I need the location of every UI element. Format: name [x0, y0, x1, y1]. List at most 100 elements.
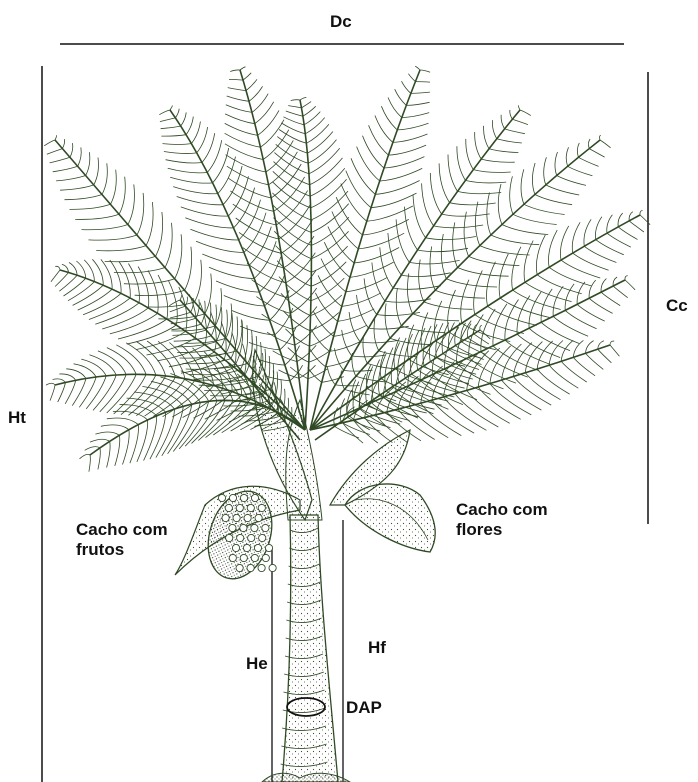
frond-leaflet — [577, 143, 579, 157]
frond-leaflet — [50, 385, 55, 401]
frond-leaflet — [311, 231, 348, 258]
frond-leaflet — [89, 455, 90, 472]
frond-leaflet — [408, 325, 414, 360]
frond-leaflet — [406, 102, 429, 105]
frond-leaflet — [418, 248, 469, 251]
fruit-bunch-label: Cacho com frutos — [76, 520, 216, 560]
frond-leaflet — [254, 241, 276, 278]
frond-leaflet — [596, 240, 624, 255]
frond-leaflet — [549, 365, 578, 388]
fruit — [247, 564, 254, 571]
frond-leaflet — [346, 277, 388, 292]
frond-leaflet — [64, 278, 86, 296]
frond-leaflet — [629, 221, 644, 232]
frond-leaflet — [360, 341, 397, 343]
frond-leaflet — [573, 253, 609, 270]
frond-leaflet — [175, 109, 179, 118]
frond-leaflet — [160, 118, 176, 122]
fruit — [269, 564, 276, 571]
frond-leaflet — [267, 377, 290, 381]
frond-leaflet — [448, 290, 456, 332]
frond-leaflet — [600, 135, 601, 140]
frond-leaflet — [46, 383, 55, 385]
frond-leaflet — [166, 160, 202, 163]
frond-leaflet — [170, 312, 191, 318]
frond-leaflet — [53, 379, 66, 383]
frond-leaflet — [90, 439, 110, 442]
frond-leaflet — [173, 187, 218, 194]
frond-leaflet — [309, 348, 325, 367]
frond-leaflet — [380, 168, 423, 181]
frond-leaflet — [79, 377, 96, 407]
frond-leaflet — [258, 359, 285, 365]
fruit — [243, 544, 250, 551]
frond-leaflet — [165, 223, 172, 268]
frond-leaflet — [226, 105, 252, 113]
cc-label: Cc — [666, 296, 688, 316]
flower-bunch-label: Cacho com flores — [456, 500, 596, 540]
frond-leaflet — [270, 290, 290, 320]
frond-leaflet — [448, 155, 458, 192]
frond-leaflet — [537, 275, 582, 294]
frond-leaflet — [610, 341, 614, 345]
frond-leaflet — [225, 114, 255, 124]
frond-leaflet — [225, 144, 263, 160]
frond-leaflet — [75, 214, 119, 219]
frond-leaflet — [598, 349, 612, 363]
frond-leaflet — [239, 232, 281, 253]
frond-leaflet — [457, 146, 466, 180]
frond-leaflet — [225, 123, 258, 135]
frond-leaflet — [307, 132, 333, 154]
frond-leaflet — [181, 112, 187, 126]
frond-leaflet — [146, 202, 153, 246]
fruit — [236, 564, 243, 571]
frond-leaflet — [179, 287, 187, 331]
frond-leaflet — [136, 342, 165, 377]
frond-leaflet — [502, 225, 548, 235]
frond-leaflet — [524, 204, 565, 214]
frond-leaflet — [196, 241, 244, 252]
frond-leaflet — [566, 147, 568, 166]
frond-leaflet — [94, 158, 99, 185]
frond-leaflet — [374, 319, 379, 350]
frond-leaflet — [600, 140, 611, 148]
frond-leaflet — [512, 247, 521, 290]
frond-leaflet — [44, 140, 55, 146]
frond-leaflet — [421, 403, 462, 435]
frond-leaflet — [458, 191, 502, 193]
frond-leaflet — [249, 86, 263, 101]
frond-leaflet — [318, 275, 342, 306]
frond-leaflet — [126, 343, 156, 375]
frond-leaflet — [202, 254, 249, 265]
frond-leaflet — [168, 168, 208, 173]
frond-leaflet — [58, 383, 66, 403]
frond-leaflet — [192, 400, 226, 443]
frond-leaflet — [601, 292, 620, 305]
frond-leaflet — [224, 296, 265, 307]
frond-leaflet — [186, 364, 236, 369]
frond-leaflet — [501, 115, 505, 129]
frond-leaflet — [335, 348, 344, 370]
frond-leaflet — [181, 207, 229, 216]
frond-leaflet — [101, 425, 129, 430]
frond-leaflet — [375, 116, 393, 143]
frond-leaflet — [544, 157, 547, 185]
frond-leaflet — [290, 365, 303, 381]
frond-leaflet — [446, 279, 497, 287]
frond-leaflet — [246, 79, 257, 90]
frond-leaflet — [113, 411, 148, 420]
frond-leaflet — [408, 74, 415, 82]
frond-leaflet — [415, 82, 430, 83]
frond-leaflet — [47, 149, 63, 155]
frond-leaflet — [60, 185, 94, 190]
frond-leaflet — [230, 70, 240, 72]
frond-leaflet — [489, 149, 518, 153]
frond-leaflet — [146, 302, 194, 307]
frond-leaflet — [147, 341, 175, 377]
frond-leaflet — [105, 256, 156, 261]
frond-leaflet — [441, 234, 446, 279]
frond-leaflet — [409, 260, 459, 264]
frond-leaflet — [230, 191, 273, 211]
frond-leaflet — [209, 267, 254, 278]
frond-leaflet — [86, 152, 90, 175]
